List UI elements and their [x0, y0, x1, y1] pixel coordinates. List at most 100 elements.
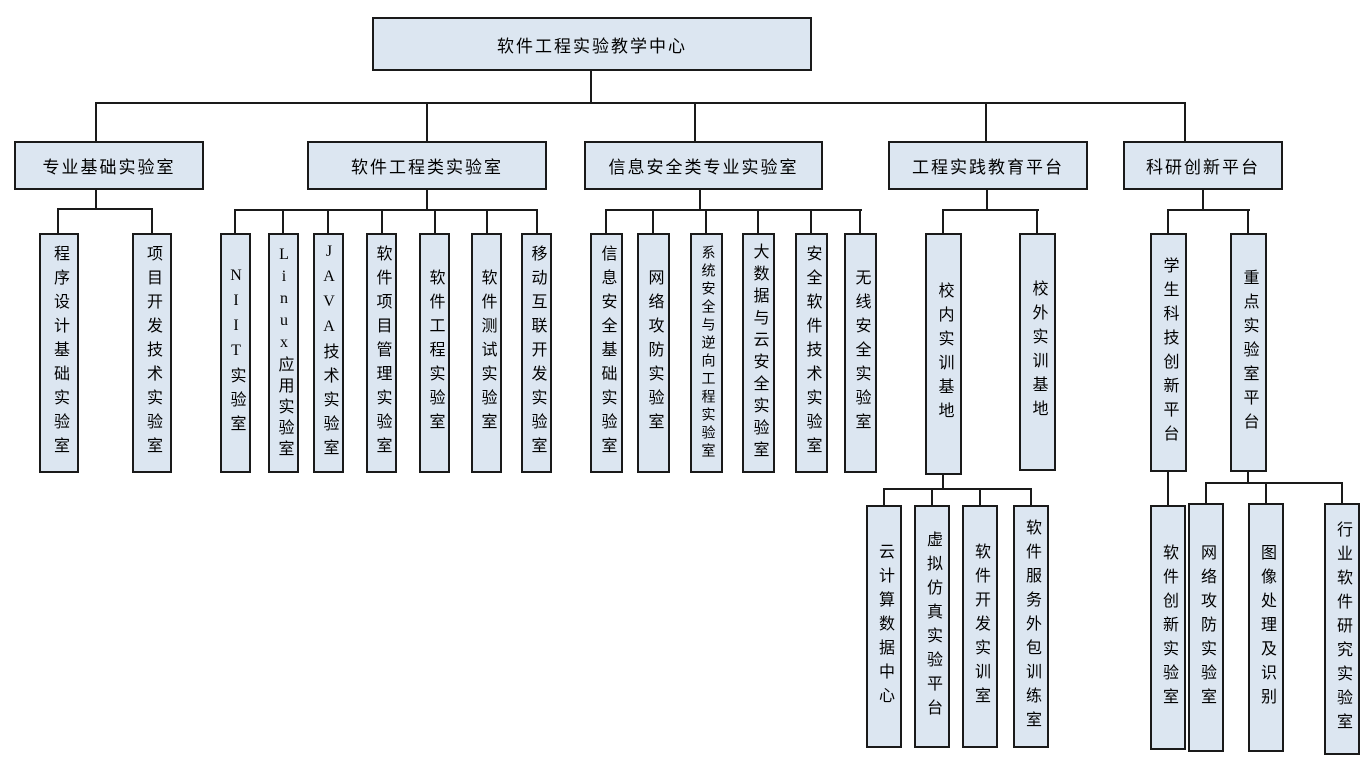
base-label: 校内实训基地 [935, 282, 953, 426]
lab-label: 软件工程实验室 [426, 269, 444, 437]
connector-line [426, 190, 428, 210]
connector-line [1167, 209, 1250, 211]
node-center: 软件工程实验教学中心 [372, 17, 812, 71]
lab-system-security-reverse: 系统安全与逆向工程实验室 [690, 233, 723, 473]
node-center-label: 软件工程实验教学中心 [497, 36, 687, 56]
node-software-innovation-lab: 软件创新实验室 [1150, 505, 1186, 750]
lab-label: 项目开发技术实验室 [144, 245, 161, 461]
node-cloud-computing-datacenter: 云计算数据中心 [866, 505, 902, 748]
connector-line [757, 209, 759, 233]
connector-line [95, 102, 97, 141]
branch-label: 信息安全类专业实验室 [608, 158, 799, 177]
lab-label: 信息安全基础实验室 [598, 245, 616, 461]
node-label: 虚拟仿真实验平台 [924, 530, 941, 723]
connector-line [605, 209, 862, 211]
lab-label: Linux应用实验室 [275, 245, 293, 461]
connector-line [486, 209, 488, 233]
connector-line [986, 190, 988, 210]
connector-line [859, 209, 861, 233]
branch-engineering-practice-platform: 工程实践教育平台 [888, 141, 1088, 190]
connector-line [883, 488, 1032, 490]
connector-line [705, 209, 707, 233]
connector-line [985, 102, 987, 141]
node-network-attack-defense-lab: 网络攻防实验室 [1188, 503, 1224, 752]
connector-line [942, 475, 944, 490]
node-label: 网络攻防实验室 [1198, 543, 1215, 712]
connector-line [95, 102, 1186, 104]
lab-label: 移动互联开发实验室 [528, 245, 546, 461]
lab-label: 软件项目管理实验室 [373, 245, 391, 461]
connector-line [57, 208, 59, 233]
node-label: 软件服务外包训练室 [1023, 518, 1040, 735]
connector-line [1205, 482, 1207, 503]
lab-java: JAVA技术实验室 [313, 233, 344, 473]
lab-niit: NIIT实验室 [220, 233, 251, 473]
lab-label: 无线安全实验室 [852, 269, 870, 437]
base-label: 校外实训基地 [1029, 280, 1047, 424]
branch-info-security-labs: 信息安全类专业实验室 [584, 141, 823, 190]
lab-label: 系统安全与逆向工程实验室 [699, 245, 715, 461]
lab-label: 大数据与云安全实验室 [750, 243, 768, 463]
lab-software-engineering: 软件工程实验室 [419, 233, 450, 473]
connector-line [381, 209, 383, 233]
node-label: 软件开发实训室 [972, 542, 989, 711]
base-on-campus-training: 校内实训基地 [925, 233, 962, 475]
lab-infosec-foundation: 信息安全基础实验室 [590, 233, 623, 473]
connector-line [1184, 102, 1186, 141]
connector-line [1167, 472, 1169, 505]
connector-line [536, 209, 538, 233]
connector-line [590, 71, 592, 103]
connector-line [652, 209, 654, 233]
platform-student-tech-innovation: 学生科技创新平台 [1150, 233, 1187, 472]
connector-line [942, 209, 944, 233]
node-label: 图像处理及识别 [1258, 543, 1275, 712]
connector-line [1030, 488, 1032, 505]
connector-line [694, 102, 696, 141]
connector-line [810, 209, 812, 233]
connector-line [234, 209, 538, 211]
node-virtual-simulation-platform: 虚拟仿真实验平台 [914, 505, 950, 748]
connector-line [282, 209, 284, 233]
lab-label: 安全软件技术实验室 [803, 245, 821, 461]
connector-line [605, 209, 607, 233]
node-software-dev-training: 软件开发实训室 [962, 505, 998, 748]
connector-line [979, 488, 981, 505]
branch-label: 科研创新平台 [1146, 158, 1260, 177]
lab-linux: Linux应用实验室 [268, 233, 299, 473]
lab-network-attack-defense: 网络攻防实验室 [637, 233, 670, 473]
connector-line [931, 488, 933, 505]
lab-label: NIIT实验室 [227, 267, 245, 439]
platform-label: 学生科技创新平台 [1160, 256, 1178, 449]
node-image-processing-recognition: 图像处理及识别 [1248, 503, 1284, 752]
connector-line [57, 208, 153, 210]
node-label: 行业软件研究实验室 [1334, 521, 1351, 737]
branch-label: 专业基础实验室 [42, 158, 176, 177]
branch-professional-basic-lab: 专业基础实验室 [14, 141, 204, 190]
lab-programming-foundation: 程序设计基础实验室 [39, 233, 79, 473]
connector-line [434, 209, 436, 233]
node-label: 软件创新实验室 [1160, 543, 1177, 712]
platform-label: 重点实验室平台 [1240, 268, 1258, 437]
lab-label: 程序设计基础实验室 [51, 245, 68, 461]
lab-bigdata-cloud-security: 大数据与云安全实验室 [742, 233, 775, 473]
lab-label: 软件测试实验室 [478, 269, 496, 437]
connector-line [1265, 482, 1267, 503]
branch-label: 软件工程类实验室 [351, 158, 503, 177]
connector-line [151, 208, 153, 233]
branch-label: 工程实践教育平台 [912, 158, 1064, 177]
branch-software-engineering-labs: 软件工程类实验室 [307, 141, 547, 190]
connector-line [1247, 209, 1249, 233]
lab-security-software-tech: 安全软件技术实验室 [795, 233, 828, 473]
connector-line [95, 190, 97, 209]
connector-line [883, 488, 885, 505]
lab-mobile-internet-dev: 移动互联开发实验室 [521, 233, 552, 473]
connector-line [234, 209, 236, 233]
lab-sw-project-mgmt: 软件项目管理实验室 [366, 233, 397, 473]
node-industry-software-research: 行业软件研究实验室 [1324, 503, 1360, 755]
base-off-campus-training: 校外实训基地 [1019, 233, 1056, 471]
lab-label: 网络攻防实验室 [645, 269, 663, 437]
connector-line [1202, 190, 1204, 210]
connector-line [1341, 482, 1343, 503]
connector-line [1247, 472, 1249, 484]
